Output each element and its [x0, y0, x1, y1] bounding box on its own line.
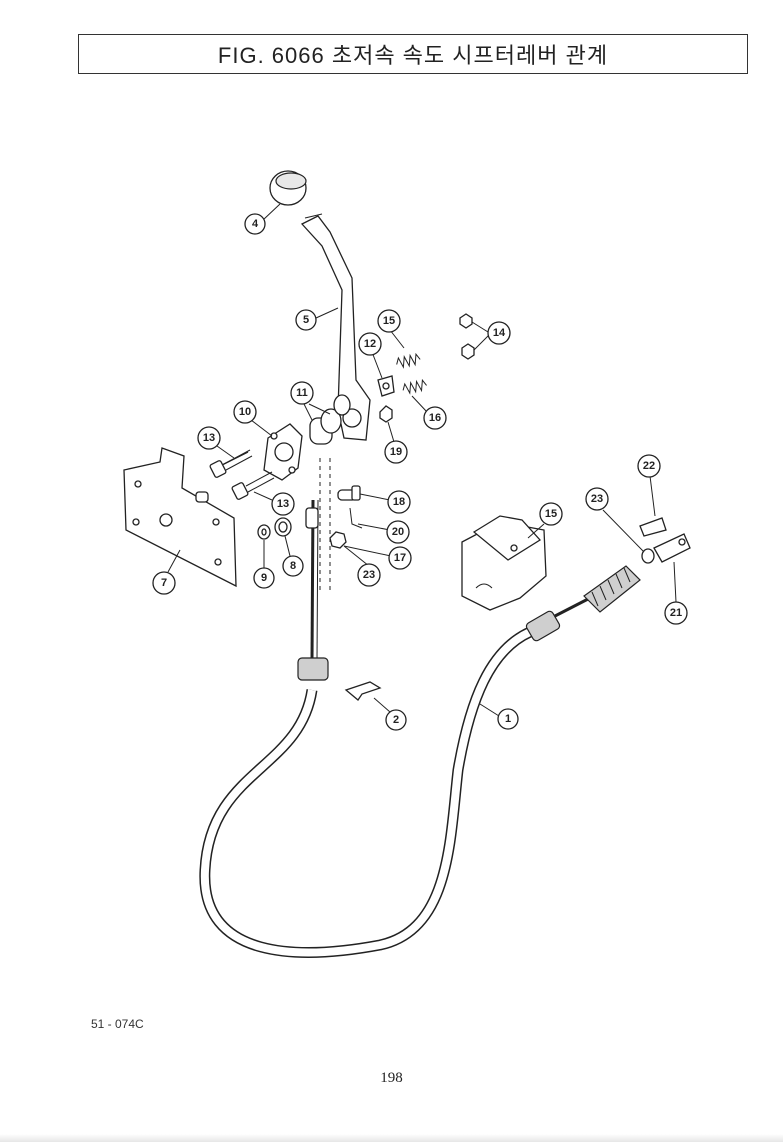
callout-1-label: 1: [505, 713, 511, 725]
leader-lines: [167, 203, 677, 717]
callout-14-label: 14: [493, 327, 506, 339]
knob-part: [269, 170, 307, 206]
callout-7: 7: [152, 571, 176, 595]
callout-11-label: 11: [296, 387, 308, 399]
callout-14: 14: [487, 321, 511, 345]
cotter-pin-part: [349, 507, 363, 529]
callout-21: 21: [664, 601, 688, 625]
callout-5-label: 5: [303, 314, 309, 326]
callout-22: 22: [637, 454, 661, 478]
callout-21-label: 21: [670, 607, 682, 619]
bolt-part: [209, 449, 275, 500]
callout-13-top-label: 13: [203, 432, 215, 444]
jam-nut-part: [641, 548, 655, 564]
callout-9-label: 9: [261, 572, 267, 584]
callout-12-label: 12: [364, 338, 376, 350]
nut-part: [274, 517, 292, 537]
callout-13-bottom: 13: [271, 492, 295, 516]
callout-19: 17: [388, 546, 412, 570]
callout-4: 4: [244, 213, 266, 235]
clevis-part: [653, 533, 691, 563]
callout-1: 1: [497, 708, 519, 730]
cable-rod-part: [305, 458, 331, 661]
callout-23-left-label: 23: [363, 569, 375, 581]
callout-22-label: 22: [643, 460, 655, 472]
clevis-pin-part: [337, 485, 361, 501]
scan-edge: [0, 1134, 783, 1142]
figure-title: FIG. 6066 초저속 속도 시프터레버 관계: [217, 43, 609, 68]
callout-19-label: 17: [394, 552, 406, 564]
callout-17: 18: [387, 490, 411, 514]
callout-12: 12: [358, 332, 382, 356]
hex-nut-part: [379, 313, 475, 423]
callout-8-label: 8: [290, 560, 296, 572]
callout-5: 5: [295, 309, 317, 331]
callout-20: 20: [386, 520, 410, 544]
callout-18-label: 19: [390, 446, 402, 458]
callout-15-bottom: 16: [423, 406, 447, 430]
callout-13-bottom-label: 13: [277, 498, 289, 510]
base-plate-part: [123, 447, 237, 588]
figure-title-box: FIG. 6066 초저속 속도 시프터레버 관계: [78, 34, 748, 74]
callout-15-bottom-label: 16: [429, 412, 441, 424]
callout-7-label: 7: [161, 577, 167, 589]
callout-17-label: 18: [393, 496, 405, 508]
bushing-part: [309, 394, 351, 445]
callout-15-top-label: 15: [383, 315, 395, 327]
callout-23-right-label: 23: [591, 493, 603, 505]
callout-23-left: 23: [357, 563, 381, 587]
callout-16: 15: [539, 502, 563, 526]
callout-11: 11: [290, 381, 314, 405]
callout-10: 10: [233, 400, 257, 424]
clip-part: [377, 375, 395, 397]
drawing-code: 51 - 074C: [91, 1017, 144, 1031]
mounting-plate-part: [263, 423, 303, 481]
callout-10-label: 10: [239, 406, 251, 418]
control-cable-part: [199, 565, 641, 958]
clip-plate-part: [344, 681, 382, 701]
callout-13-top: 13: [197, 426, 221, 450]
retaining-clip-part: [639, 517, 667, 537]
callout-2-label: 2: [393, 714, 399, 726]
callout-18: 19: [384, 440, 408, 464]
callout-23-right: 23: [585, 487, 609, 511]
page-number: 198: [380, 1070, 403, 1086]
spring-part: [396, 352, 427, 395]
callout-8: 8: [282, 555, 304, 577]
callout-15-top: 15: [377, 309, 401, 333]
cable-bracket-part: [461, 515, 547, 611]
callout-16-label: 15: [545, 508, 557, 520]
callout-4-label: 4: [252, 218, 259, 230]
washer-part: [257, 524, 271, 540]
callout-2: 2: [385, 709, 407, 731]
shift-lever-part: [300, 213, 371, 441]
lock-nut-part: [329, 531, 347, 549]
callout-20-label: 20: [392, 526, 404, 538]
callout-9: 9: [253, 567, 275, 589]
